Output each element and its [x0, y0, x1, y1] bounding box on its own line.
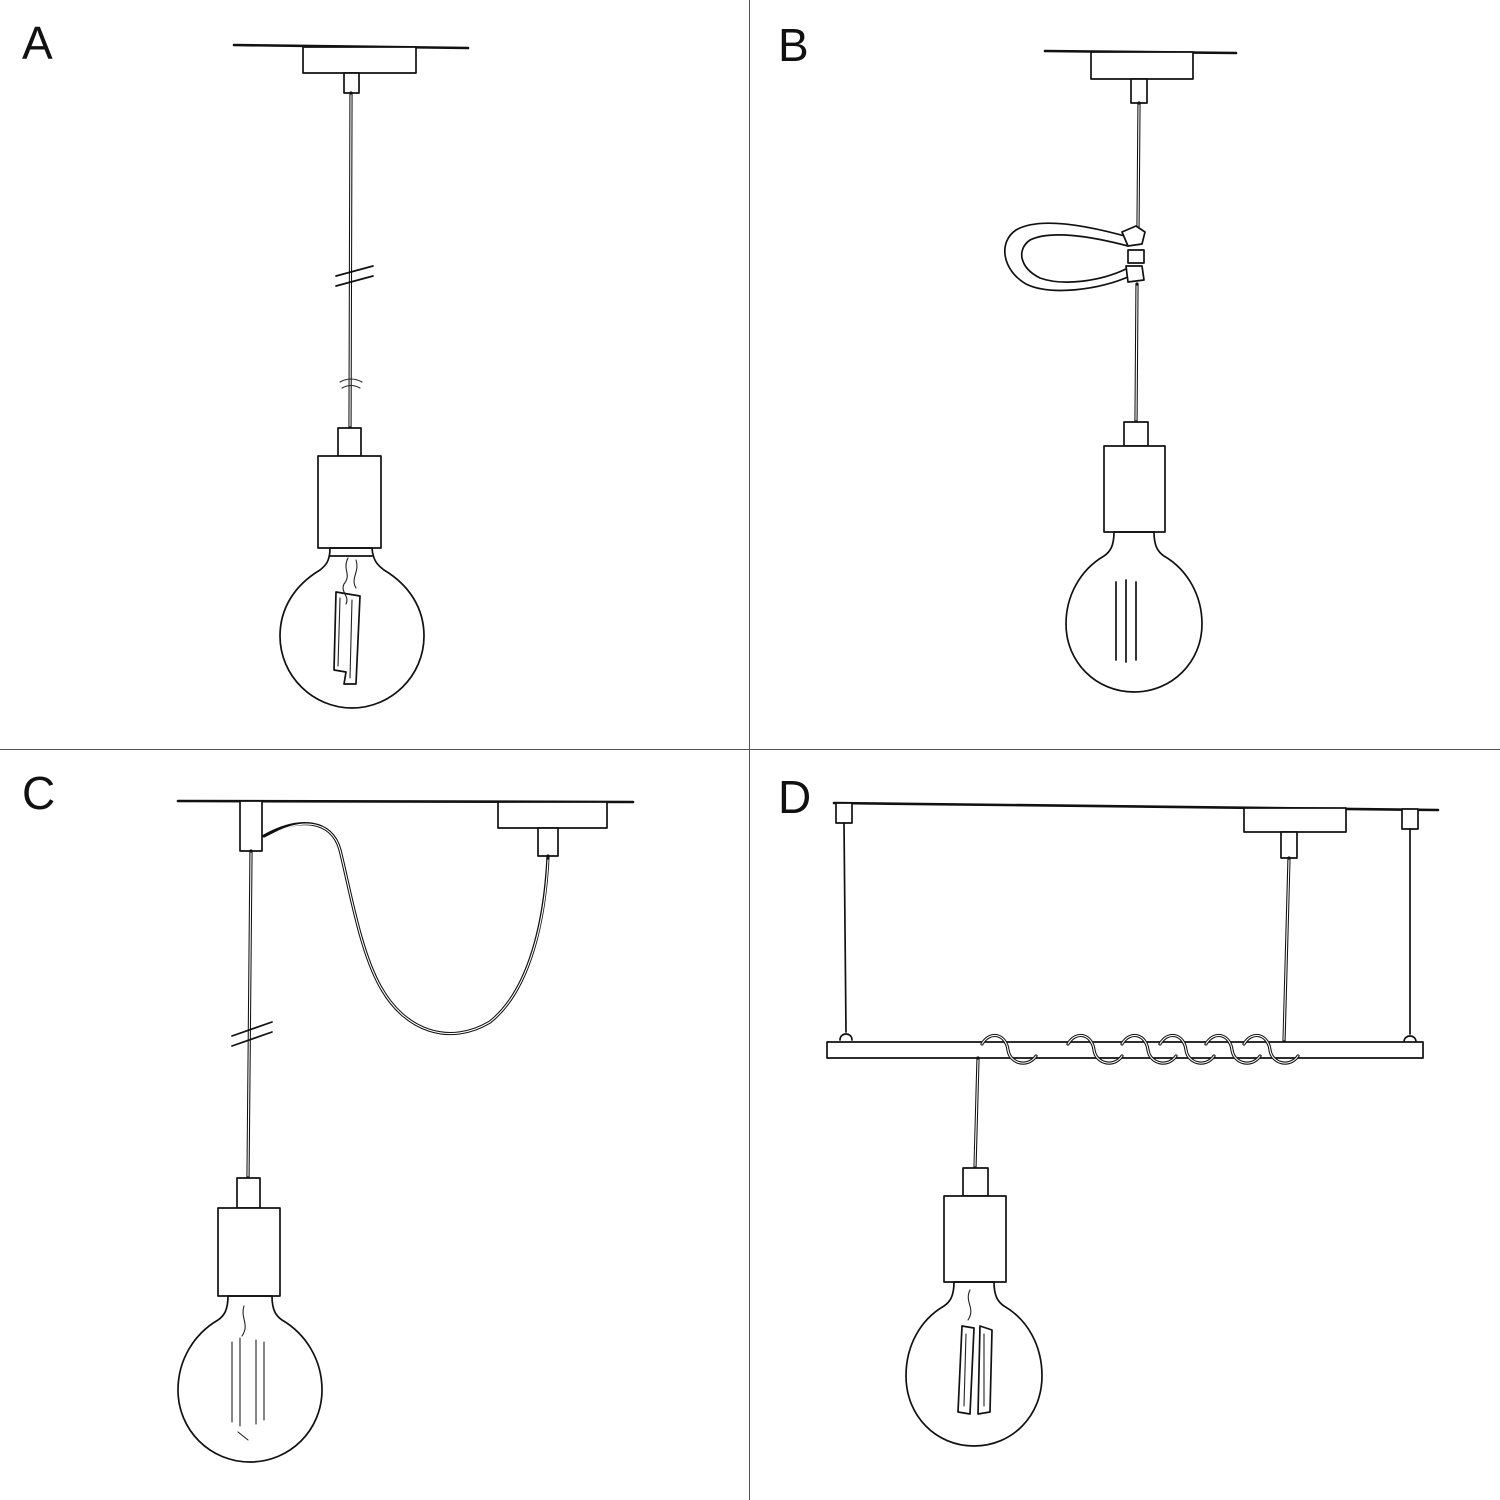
filament	[958, 1290, 992, 1414]
pendant-drawing-d	[750, 750, 1499, 1499]
globe-bulb	[1066, 532, 1202, 692]
globe-bulb	[178, 1296, 322, 1462]
socket-neck	[963, 1168, 988, 1196]
panel-b: B	[750, 0, 1499, 749]
cable-upper	[1138, 103, 1139, 228]
pendant-drawing-b	[750, 0, 1499, 749]
filament	[232, 1306, 264, 1440]
cable-break-mark	[336, 266, 373, 286]
panel-label-c: C	[22, 767, 56, 819]
ceiling-rose	[1091, 52, 1193, 79]
coiled-cable	[982, 1035, 1298, 1063]
lamp-holder	[318, 456, 381, 548]
panel-a: A	[0, 0, 749, 749]
panel-d: D	[750, 750, 1499, 1499]
ceiling-rose	[1244, 808, 1346, 832]
drop-cable	[975, 1058, 978, 1168]
drop-cable	[248, 851, 251, 1178]
ceiling-rose	[498, 802, 607, 828]
right-anchor	[1402, 809, 1418, 829]
panel-label-b: B	[778, 19, 809, 71]
panel-c: C	[0, 750, 749, 1499]
globe-bulb	[280, 548, 424, 708]
ceiling-rose	[303, 47, 416, 73]
globe-bulb	[906, 1282, 1042, 1446]
vertical-divider	[749, 0, 750, 1500]
panel-label-d: D	[778, 771, 812, 823]
lamp-holder	[1104, 446, 1165, 532]
socket-neck	[1124, 422, 1148, 446]
hook-bracket	[240, 801, 262, 851]
cable-clip	[1122, 226, 1145, 282]
swag-cable	[264, 824, 548, 1034]
lamp-holder	[218, 1208, 280, 1296]
pendant-drawing-a	[0, 0, 749, 749]
socket-neck	[338, 428, 361, 456]
cable-break-mark	[232, 1022, 272, 1046]
filament	[334, 558, 360, 684]
lamp-holder	[944, 1196, 1006, 1282]
pendant-drawing-c	[0, 750, 749, 1499]
bar	[827, 1042, 1423, 1058]
cord-grip	[344, 73, 359, 93]
cable	[350, 93, 351, 428]
filament	[1116, 580, 1136, 662]
cable-lower	[1136, 284, 1137, 422]
suspension-wires	[840, 823, 1416, 1042]
horizontal-divider	[0, 749, 1500, 750]
cord-grip	[538, 828, 558, 856]
cord-grip	[1281, 832, 1297, 858]
panel-label-a: A	[22, 17, 53, 69]
cable-shading	[340, 379, 362, 388]
cable-loop	[1005, 223, 1132, 290]
power-cable	[1284, 858, 1289, 1042]
ceiling-line	[834, 803, 1438, 810]
socket-neck	[237, 1178, 260, 1208]
left-anchor	[836, 803, 852, 823]
cord-grip	[1131, 79, 1147, 103]
